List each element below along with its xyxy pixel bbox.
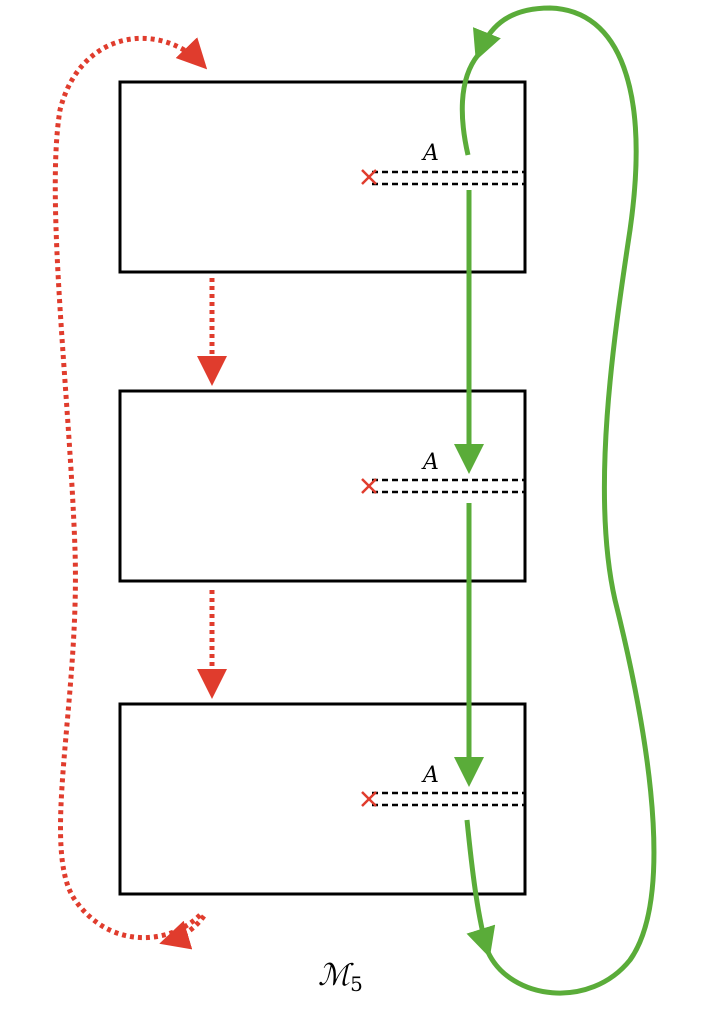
box-1: A — [118, 80, 527, 274]
diagram-caption: ℳ5 — [318, 958, 363, 996]
box-2: A — [118, 389, 527, 583]
green-loop-start-segment — [459, 53, 481, 156]
green-loop-return-arrow — [472, 5, 657, 996]
caption-symbol: ℳ — [318, 958, 354, 993]
box-2-label: A — [421, 450, 439, 475]
box-2-frame — [118, 389, 527, 583]
box-1-label: A — [421, 141, 439, 166]
box-3-cross-icon — [361, 791, 377, 807]
box-2-cross-icon — [361, 478, 377, 494]
box-1-frame — [118, 80, 527, 274]
box-3-frame — [118, 702, 527, 896]
box-1-cross-icon — [361, 169, 377, 185]
box-3: A — [118, 702, 527, 896]
red-dotted-loop-bottom-arrow — [159, 914, 206, 950]
red-dotted-loop-top — [52, 35, 208, 941]
box-3-label: A — [421, 763, 439, 788]
green-loop-exit-arrow — [464, 819, 496, 958]
caption-subscript: 5 — [350, 972, 363, 996]
